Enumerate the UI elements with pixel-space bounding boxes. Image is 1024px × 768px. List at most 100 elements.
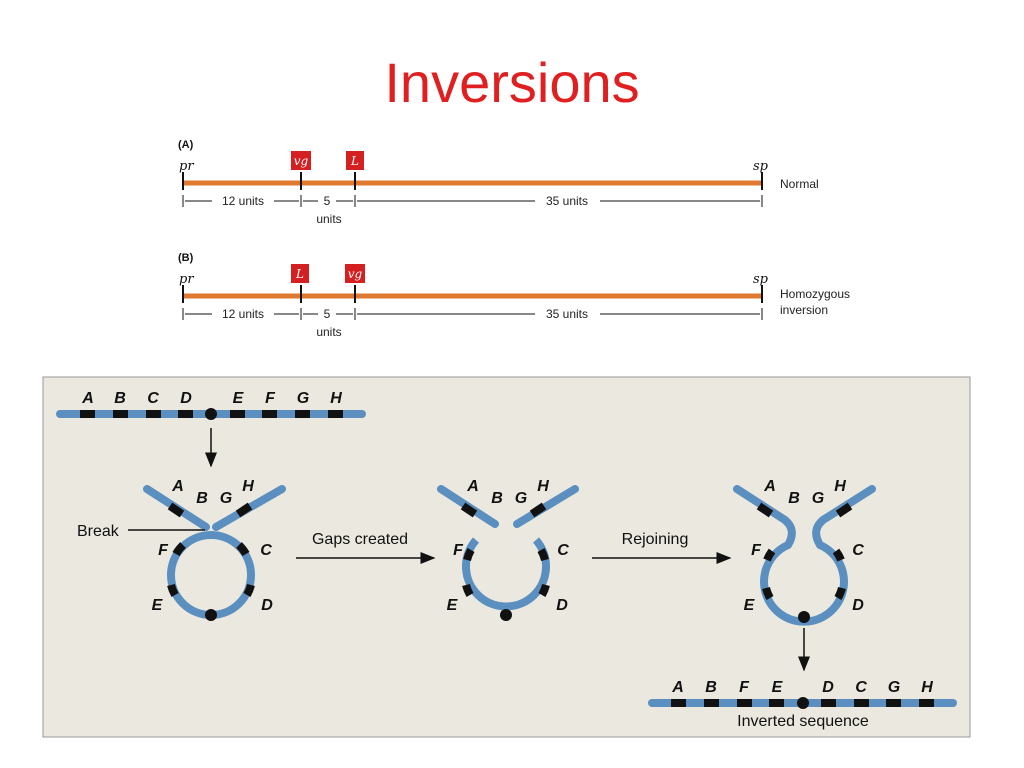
panel-a-distance-2: 5: [324, 194, 331, 208]
loop1-letter: D: [261, 597, 273, 614]
bottom-band: [919, 699, 934, 707]
arrow-rejoining-label: Rejoining: [622, 531, 689, 548]
loop1-letter: H: [242, 478, 254, 495]
loop1-band: [172, 542, 186, 557]
panel-b-left-gene: pr: [179, 272, 194, 287]
loop1-letter: B: [196, 490, 208, 507]
top-letter: D: [180, 390, 192, 407]
panel-a-marker-box-1-text: vg: [294, 154, 309, 168]
arrow-gaps-created-label: Gaps created: [312, 531, 408, 548]
panel-b-marker-box-2: [345, 264, 365, 283]
loop3-band: [832, 548, 845, 562]
loop2-letter: D: [556, 597, 568, 614]
loop2-letter: C: [557, 542, 569, 559]
panel-b-right-gene: sp: [753, 272, 769, 287]
bottom-band: [737, 699, 752, 707]
loop1-band: [236, 542, 250, 557]
top-band: [295, 410, 310, 418]
loop1-letter: A: [171, 478, 184, 495]
bottom-band: [769, 699, 784, 707]
panel-b: (B) pr sp L vg Homozygous inversion 12 u…: [178, 252, 850, 339]
bottom-letter: C: [855, 679, 867, 696]
loop3-letter: B: [788, 490, 800, 507]
top-chromosome: A B C D E F G H: [56, 390, 366, 420]
loop2-band: [462, 583, 474, 597]
loop3-band: [834, 586, 846, 600]
top-band: [230, 410, 245, 418]
panel-b-state-line-1: Homozygous: [780, 287, 850, 301]
loop2-letter: A: [466, 478, 479, 495]
panel-a-marker-box-2-text: L: [350, 154, 359, 168]
top-band: [80, 410, 95, 418]
bottom-centromere: [797, 697, 809, 709]
top-band: [146, 410, 161, 418]
loop3-letter: C: [852, 542, 864, 559]
bottom-chromosome: A B F E D C G H Inverted sequence: [648, 679, 957, 730]
bottom-band: [704, 699, 719, 707]
loop1-letter: E: [152, 597, 164, 614]
panel-a-marker-box-1: [291, 151, 311, 170]
loop1-band: [167, 583, 179, 597]
loop2-band: [529, 502, 547, 518]
panel-b-marker-box-2-text: vg: [348, 267, 363, 281]
loop3-centromere: [798, 611, 810, 623]
loop1-band: [167, 502, 185, 518]
loop2-letter: B: [491, 490, 503, 507]
top-centromere: [205, 408, 217, 420]
bottom-letter: H: [921, 679, 933, 696]
loop2-centromere: [500, 609, 512, 621]
panel-a-distance-1: 12 units: [222, 194, 264, 208]
panel-b-distance-2: 5: [324, 307, 331, 321]
panel-a-state: Normal: [780, 177, 819, 191]
loop3-letter: G: [812, 490, 824, 507]
loop3-band: [756, 502, 774, 518]
loop1-centromere: [205, 609, 217, 621]
panel-b-marker-box-1: [291, 264, 309, 283]
bottom-letter: G: [888, 679, 900, 696]
loop3-letter: E: [744, 597, 756, 614]
top-letter: B: [114, 390, 126, 407]
top-letter: H: [330, 390, 342, 407]
panel-b-distance-3: 35 units: [546, 307, 588, 321]
loop-gaps: A B G H F C E D: [437, 478, 579, 621]
loop3-band: [762, 586, 774, 600]
panel-b-state-line-2: inversion: [780, 303, 828, 317]
panel-a: (A) pr sp vg L Normal 12 units 5 units 3…: [178, 139, 819, 226]
top-band: [178, 410, 193, 418]
panel-b-distance-1: 12 units: [222, 307, 264, 321]
loop1-letter: C: [260, 542, 272, 559]
top-band: [113, 410, 128, 418]
loop3-letter: F: [751, 542, 762, 559]
loop2-letter: H: [537, 478, 549, 495]
panel-b-distance-2-unit: units: [316, 325, 341, 339]
loop3-letter: D: [852, 597, 864, 614]
bottom-letter: F: [739, 679, 750, 696]
bottom-band: [886, 699, 901, 707]
loop3-band: [763, 548, 776, 562]
panel-a-distance-2-unit: units: [316, 212, 341, 226]
loop2-arm-right: [513, 485, 579, 528]
loop2-letter: G: [515, 490, 527, 507]
loop3-letter: A: [763, 478, 776, 495]
panel-a-right-gene: sp: [753, 159, 769, 174]
loop2-band: [460, 502, 478, 518]
loop1-letter: F: [158, 542, 169, 559]
inversion-diagram-panel: [42, 376, 971, 738]
loop2-band: [463, 548, 475, 562]
bottom-band: [671, 699, 686, 707]
loop2-band: [538, 583, 550, 597]
loop2-letter: E: [447, 597, 459, 614]
top-letter: F: [265, 390, 276, 407]
bottom-band: [854, 699, 869, 707]
break-label: Break: [77, 523, 120, 540]
panel-a-marker-box-2: [346, 151, 364, 170]
loop1-letter: G: [220, 490, 232, 507]
bottom-letter: B: [705, 679, 717, 696]
top-letter: E: [233, 390, 245, 407]
bottom-letter: D: [822, 679, 834, 696]
top-letter: G: [297, 390, 309, 407]
loop2-band: [537, 548, 549, 562]
loop2-ring: [462, 537, 550, 611]
page-title: Inversions: [384, 51, 640, 114]
